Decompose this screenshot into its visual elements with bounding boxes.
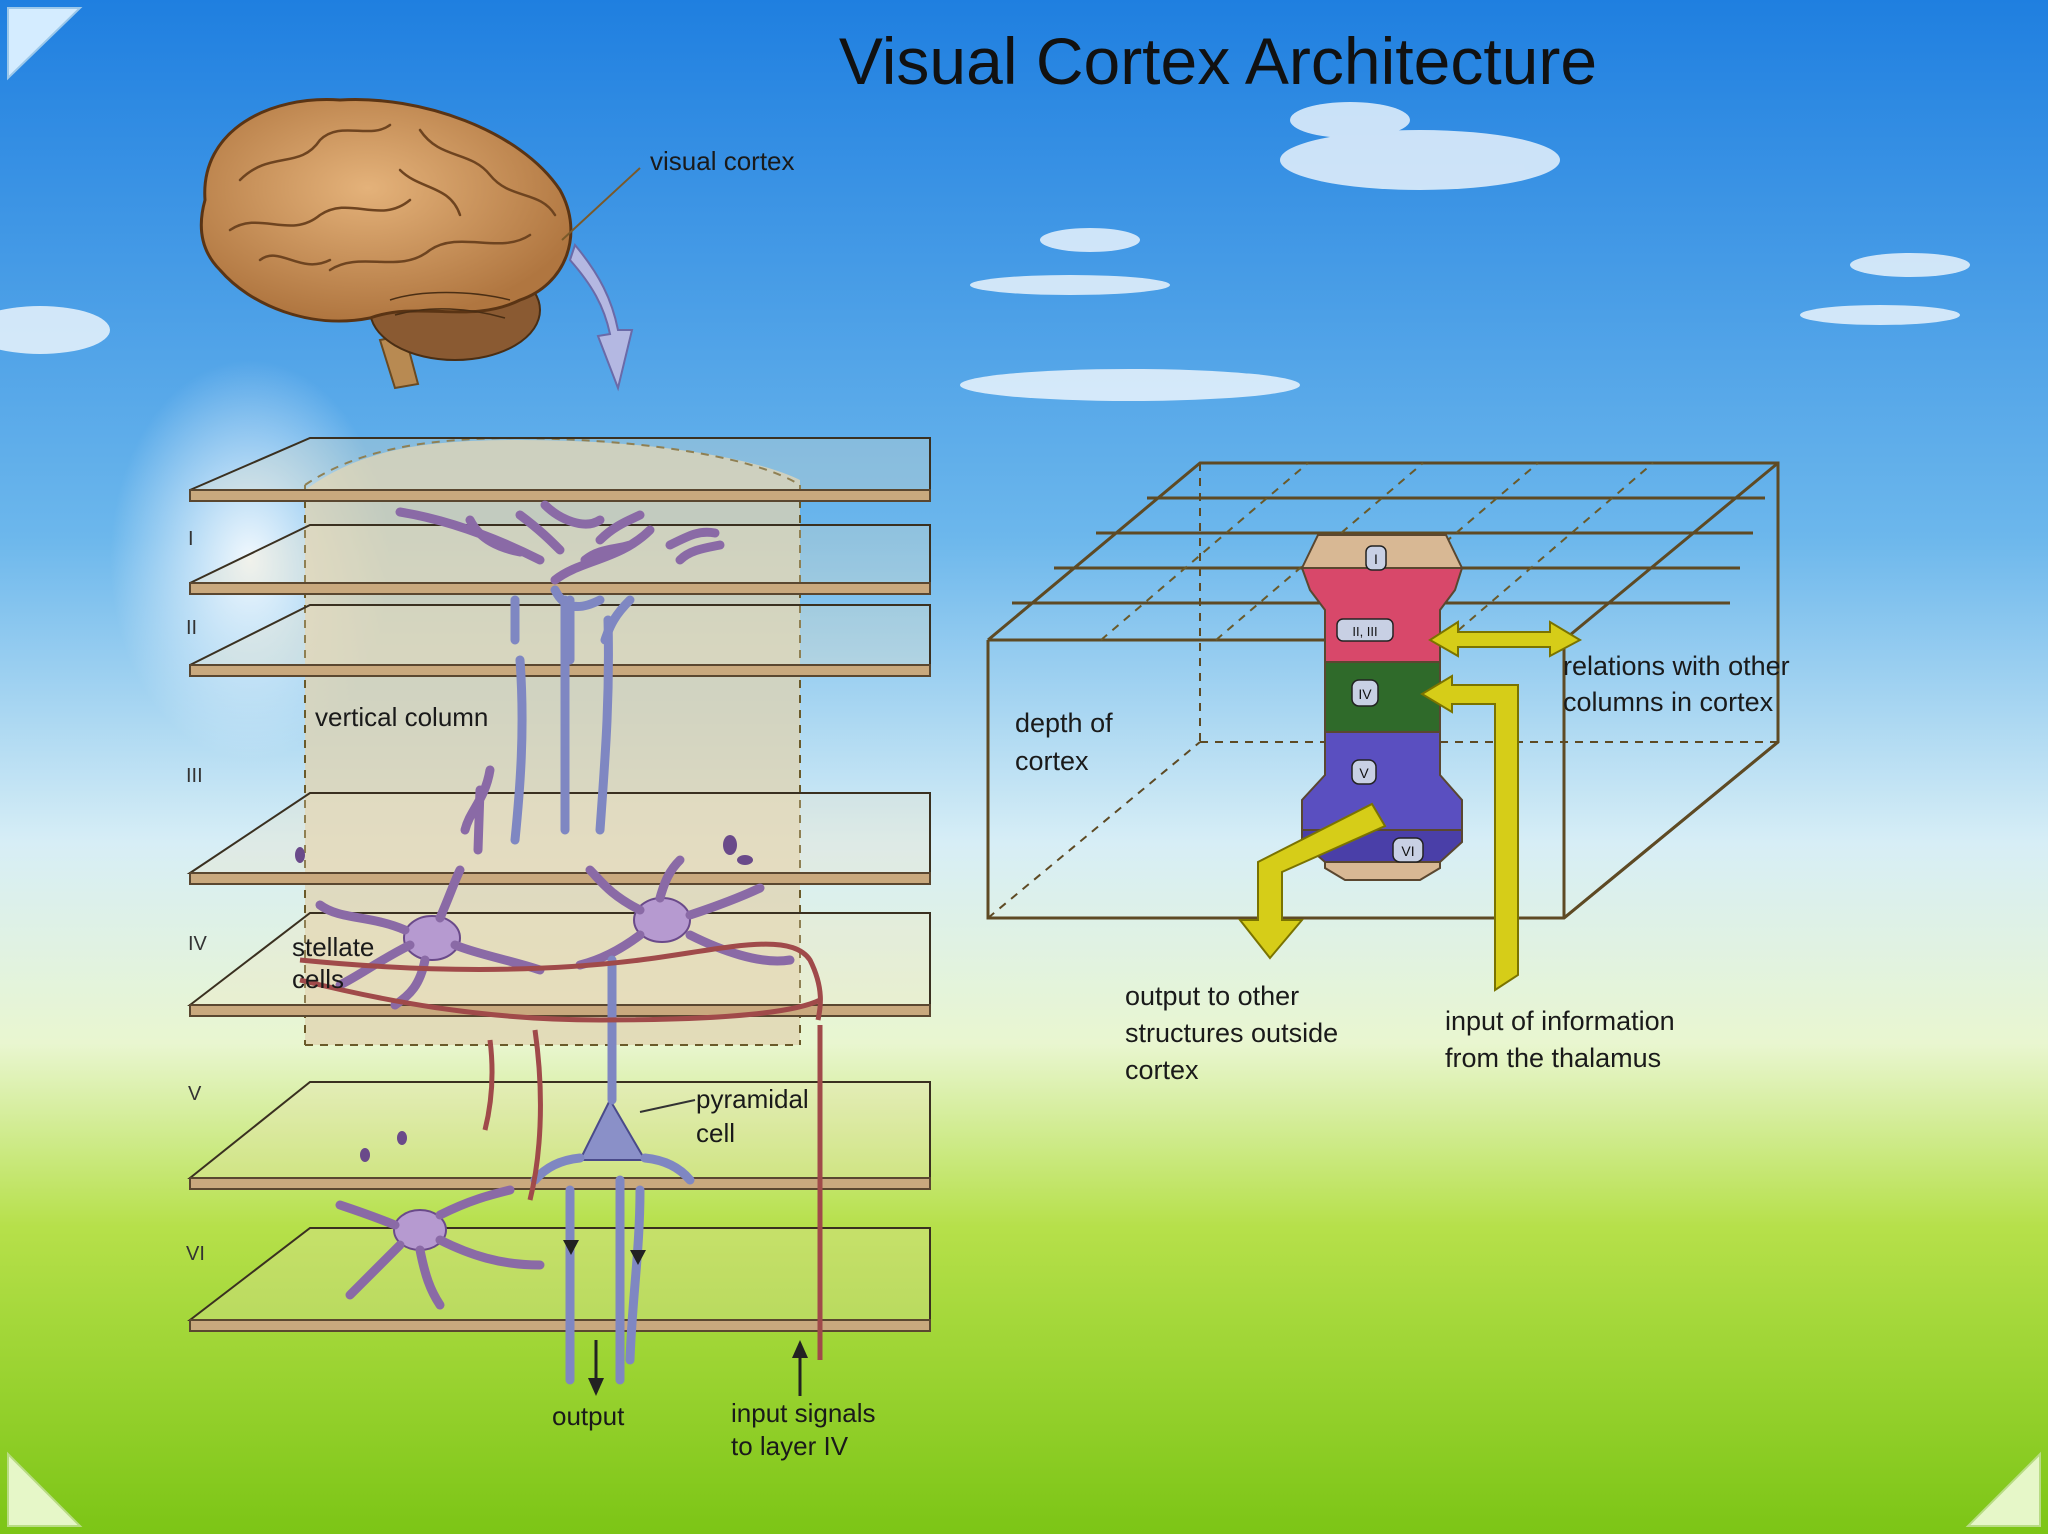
- dendrite-branches: [395, 500, 725, 665]
- zoom-arrow-icon: [568, 242, 634, 392]
- layer-numeral: II: [186, 617, 197, 639]
- column-tag-label: I: [1374, 551, 1378, 567]
- yellow-flow-arrows: [1237, 620, 1583, 992]
- pyramidal-cell-leader: [639, 1099, 696, 1113]
- input-signals-label-line2: to layer IV: [731, 1431, 849, 1461]
- layer-roman-numerals: I II III IV V VI: [186, 528, 208, 1265]
- relations-label-line1: relations with other: [1563, 651, 1790, 681]
- layer-numeral: IV: [188, 933, 208, 955]
- scattered-cell-bodies: [295, 835, 753, 1162]
- pyramidal-cell-label-line2: cell: [696, 1118, 735, 1148]
- layer-numeral: I: [188, 528, 194, 550]
- column-tag-label: V: [1359, 765, 1369, 781]
- clouds: [0, 102, 1970, 401]
- corner-triangle-bottom-right: [1965, 1451, 2041, 1527]
- relations-label-line2: columns in cortex: [1563, 687, 1774, 717]
- depth-of-cortex-label-line2: cortex: [1015, 746, 1089, 776]
- vertical-column-label: vertical column: [315, 702, 488, 732]
- axon-fibers: [299, 941, 823, 1360]
- depth-of-cortex-label-line1: depth of: [1015, 708, 1113, 738]
- cortex-layer-stack: [186, 436, 931, 1396]
- visual-cortex-label: visual cortex: [650, 146, 795, 176]
- corner-triangle-top-left: [7, 7, 83, 81]
- vertical-output-fibers: [563, 1175, 646, 1385]
- column-tag-label: VI: [1401, 843, 1414, 859]
- cortex-block-diagram: I II, III IV V VI: [986, 461, 1780, 992]
- corner-triangle-bottom-left: [7, 1451, 83, 1527]
- visual-cortex-leader: [561, 167, 641, 241]
- column-tag-label: II, III: [1352, 624, 1377, 639]
- stellate-cells-label-line1: stellate: [292, 932, 374, 962]
- pyramidal-cell: [530, 955, 695, 1185]
- layer-numeral: V: [188, 1083, 202, 1105]
- input-signals-label-line1: input signals: [731, 1398, 876, 1428]
- layer-numeral: III: [186, 765, 203, 787]
- output-structures-label-line3: cortex: [1125, 1055, 1199, 1085]
- column-layer-tag-text: I II, III IV V VI: [1352, 551, 1414, 859]
- layer-numeral: VI: [186, 1243, 205, 1265]
- output-structures-label-line2: structures outside: [1125, 1018, 1338, 1048]
- slide-title: Visual Cortex Architecture: [839, 24, 1597, 98]
- pyramidal-cell-label-line1: pyramidal: [696, 1084, 809, 1114]
- thalamus-input-label-line2: from the thalamus: [1445, 1043, 1661, 1073]
- column-tag-label: IV: [1358, 686, 1372, 702]
- thalamus-input-label-line1: input of information: [1445, 1006, 1675, 1036]
- output-label: output: [552, 1401, 625, 1431]
- layer-plates: [186, 437, 931, 1332]
- apical-dendrites: [460, 595, 613, 855]
- layer-vi-cell: [335, 1185, 545, 1310]
- output-structures-label-line1: output to other: [1125, 981, 1299, 1011]
- output-and-input-arrows: [588, 1340, 808, 1396]
- brain-illustration: [199, 98, 573, 390]
- stellate-cells-label-line2: cells: [292, 964, 344, 994]
- column-layer-tags: [1336, 545, 1424, 863]
